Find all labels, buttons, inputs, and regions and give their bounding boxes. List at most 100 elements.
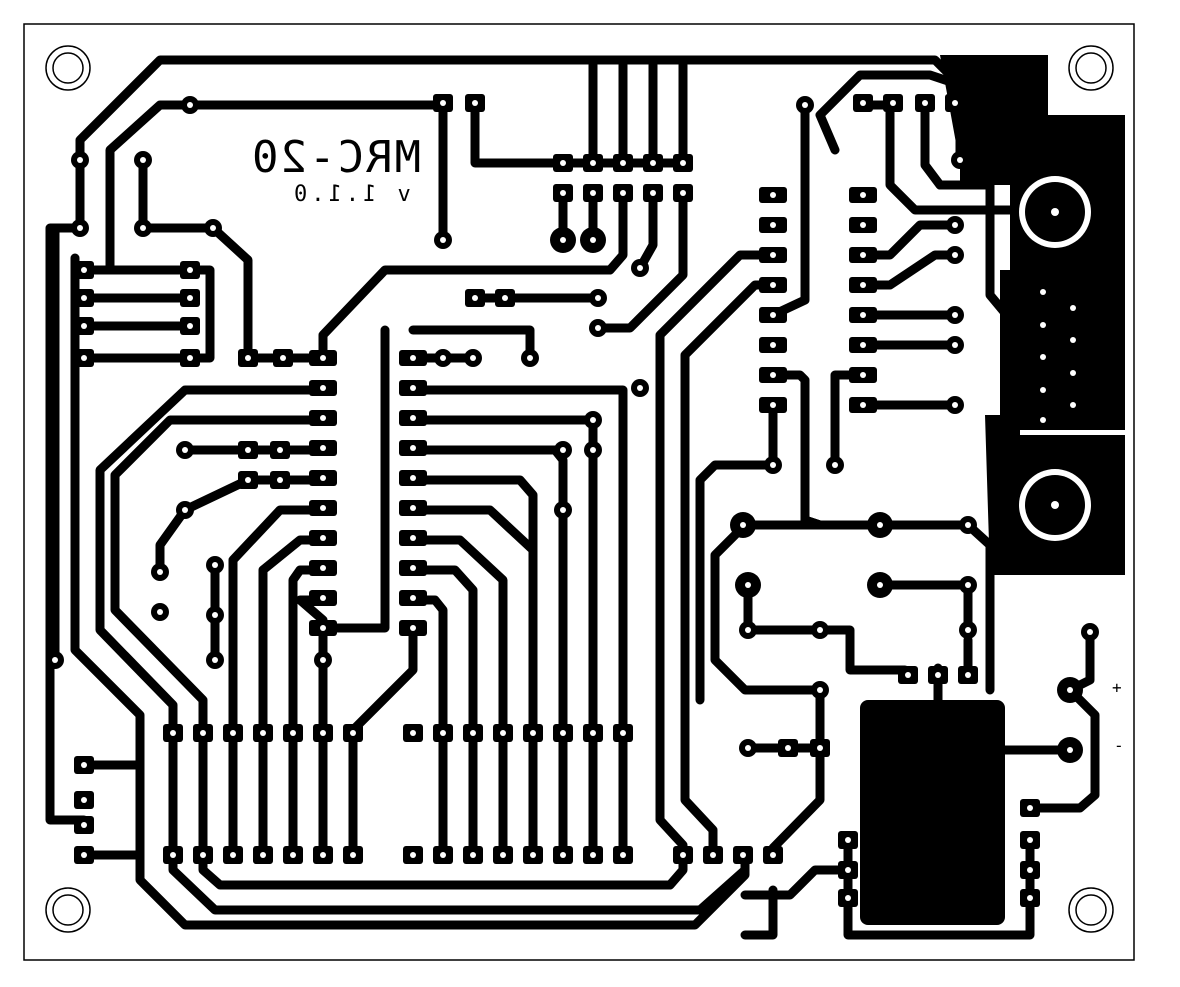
drill-hole	[770, 462, 776, 468]
drill-hole	[277, 477, 283, 483]
drill-hole	[860, 402, 866, 408]
drill-hole	[140, 225, 146, 231]
drill-hole	[245, 355, 251, 361]
drill-hole	[680, 852, 686, 858]
drill-hole	[320, 565, 326, 571]
drill-hole	[230, 852, 236, 858]
drill-hole	[860, 282, 866, 288]
drill-hole	[860, 342, 866, 348]
drill-hole	[470, 852, 476, 858]
drill-hole	[440, 355, 446, 361]
drill-hole	[845, 867, 851, 873]
drill-hole	[410, 475, 416, 481]
drill-hole	[770, 222, 776, 228]
mounting-hole-inner	[1075, 52, 1107, 84]
drill-hole	[157, 569, 163, 575]
drill-hole	[845, 837, 851, 843]
drill-hole	[410, 445, 416, 451]
drill-hole	[320, 445, 326, 451]
drill-hole	[620, 190, 626, 196]
drill-hole	[410, 505, 416, 511]
drill-hole	[212, 612, 218, 618]
drill-hole	[350, 730, 356, 736]
drill-hole	[860, 372, 866, 378]
drill-hole	[530, 730, 536, 736]
drill-hole	[860, 312, 866, 318]
drill-hole	[260, 730, 266, 736]
drill-hole	[745, 745, 751, 751]
drill-hole	[935, 672, 941, 678]
drill-hole	[200, 852, 206, 858]
drill-hole	[187, 323, 193, 329]
drill-hole	[1040, 417, 1046, 423]
drill-hole	[620, 730, 626, 736]
drill-hole	[1040, 322, 1046, 328]
drill-hole	[740, 522, 746, 528]
drill-hole	[1027, 805, 1033, 811]
drill-hole	[350, 852, 356, 858]
drill-hole	[157, 609, 163, 615]
drill-hole	[472, 295, 478, 301]
drill-hole	[832, 462, 838, 468]
drill-hole	[290, 852, 296, 858]
drill-hole	[320, 475, 326, 481]
drill-hole	[170, 730, 176, 736]
drill-hole	[890, 100, 896, 106]
drill-hole	[245, 477, 251, 483]
mounting-hole-inner	[52, 894, 84, 926]
drill-hole	[745, 582, 751, 588]
drill-hole	[320, 730, 326, 736]
drill-hole	[410, 595, 416, 601]
drill-hole	[1040, 354, 1046, 360]
drill-hole	[1027, 895, 1033, 901]
drill-hole	[410, 730, 416, 736]
drill-hole	[595, 325, 601, 331]
drill-hole	[320, 852, 326, 858]
drill-hole	[957, 157, 963, 163]
drill-hole	[290, 730, 296, 736]
drill-hole	[187, 267, 193, 273]
drill-hole	[77, 225, 83, 231]
component-pads	[46, 94, 1099, 907]
mounting-hole-inner	[52, 52, 84, 84]
drill-hole	[440, 237, 446, 243]
drill-hole	[740, 852, 746, 858]
drill-hole	[560, 852, 566, 858]
drill-hole	[182, 507, 188, 513]
drill-hole	[770, 402, 776, 408]
board-name-silkscreen: MRC-20	[250, 132, 421, 183]
drill-hole	[560, 730, 566, 736]
drill-hole	[560, 507, 566, 513]
drill-hole	[440, 852, 446, 858]
drill-hole	[187, 102, 193, 108]
drill-hole	[965, 582, 971, 588]
drill-hole	[560, 447, 566, 453]
drill-hole	[210, 225, 216, 231]
board-outline	[23, 23, 1135, 961]
drill-hole	[277, 447, 283, 453]
board-name: MRC-20	[250, 132, 421, 183]
drill-hole	[590, 417, 596, 423]
drill-hole	[770, 372, 776, 378]
drill-hole	[845, 895, 851, 901]
drill-hole	[1027, 867, 1033, 873]
drill-hole	[620, 160, 626, 166]
drill-hole	[410, 565, 416, 571]
drill-hole	[590, 852, 596, 858]
drill-hole	[595, 295, 601, 301]
drill-hole	[860, 192, 866, 198]
drill-hole	[1067, 687, 1073, 693]
board-version-silkscreen: v 1.1.0	[290, 182, 411, 207]
drill-hole	[637, 265, 643, 271]
drill-hole	[1070, 370, 1076, 376]
drill-hole	[320, 625, 326, 631]
drill-hole	[560, 160, 566, 166]
drill-hole	[560, 190, 566, 196]
drill-hole	[320, 505, 326, 511]
drill-hole	[965, 672, 971, 678]
drill-hole	[770, 192, 776, 198]
drill-hole	[785, 745, 791, 751]
mounting-hole	[1068, 45, 1114, 91]
drill-hole	[81, 267, 87, 273]
drill-hole	[1087, 629, 1093, 635]
